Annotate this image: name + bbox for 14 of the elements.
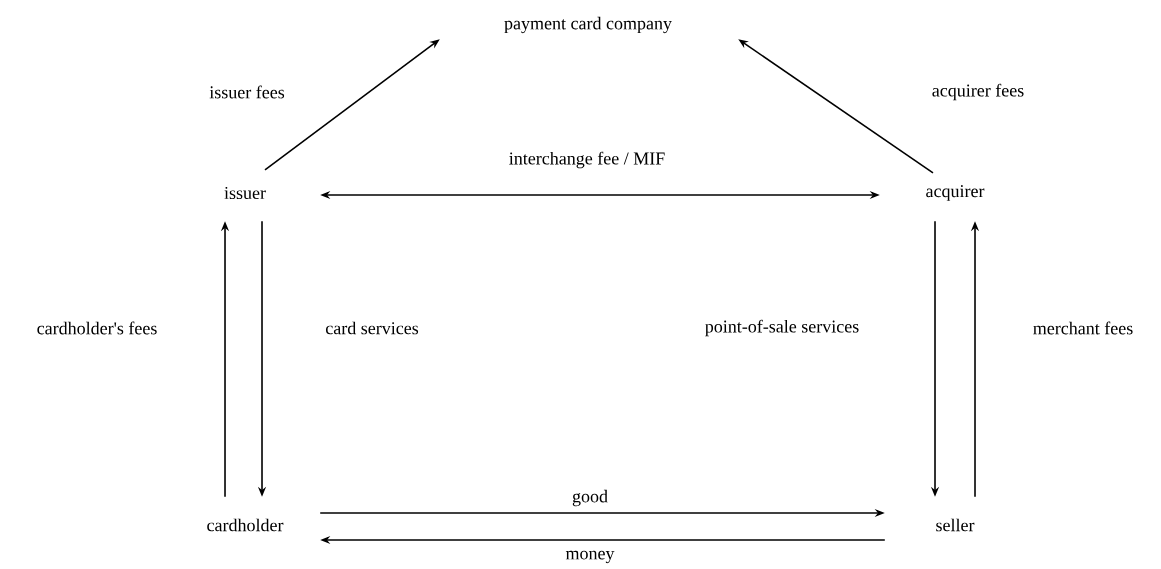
edge-label: interchange fee / MIF (507, 150, 667, 170)
edge-label: point-of-sale services (703, 318, 861, 338)
edge-label: acquirer fees (930, 82, 1026, 102)
node-label: seller (936, 518, 975, 532)
edge-label: good (571, 488, 609, 508)
edge-label: issuer fees (208, 84, 286, 100)
node-label: cardholder (207, 518, 284, 532)
node-label: issuer (224, 186, 266, 200)
edge-label: money (564, 549, 616, 565)
node-label: payment card company (504, 16, 672, 34)
edge-label: card services (324, 320, 420, 336)
edge-label: cardholder's fees (35, 320, 159, 336)
edge-label: merchant fees (1031, 320, 1135, 336)
node-label: acquirer (926, 185, 985, 201)
